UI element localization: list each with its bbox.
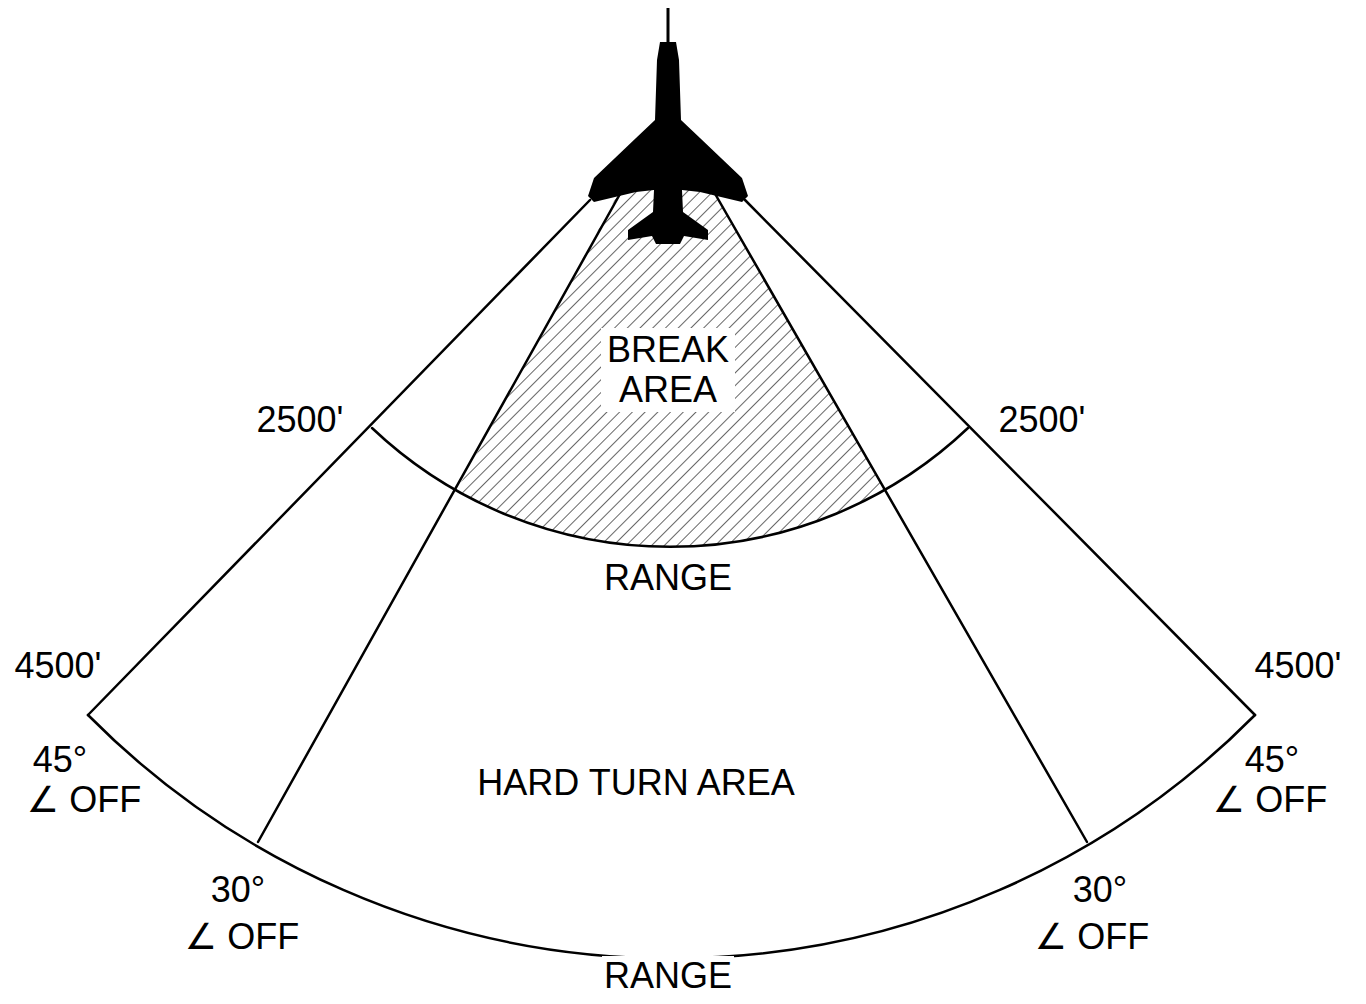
range-label: RANGE [602,558,734,598]
range-distance: 2500' [255,400,346,440]
range-label: RANGE [602,956,734,996]
aircraft-silhouette [588,8,748,244]
angle-off-label: ∠ OFF [1033,917,1151,957]
angle-off-value: 30° [209,870,267,910]
range-arc-4500 [88,715,1255,958]
angle-off-label: ∠ OFF [25,780,143,820]
angle-off-value: 45° [31,740,89,780]
region-label: HARD TURN AREA [477,763,794,803]
right-30-degree-line [710,185,1087,842]
hard-turn-area-region: HARD TURN AREA [477,763,794,803]
left-45-degree-line [88,200,590,715]
range-distance: 4500' [1253,646,1344,686]
angle-off-value: 30° [1071,870,1129,910]
angle-off-label: ∠ OFF [1211,780,1329,820]
angle-off-label: ∠ OFF [183,917,301,957]
angle-off-value: 45° [1243,740,1301,780]
right-45-degree-line [745,200,1255,715]
left-30-degree-line [258,185,625,842]
range-arc-2500 [372,428,968,547]
region-label: BREAK AREA [601,328,735,411]
range-distance: 4500' [13,646,104,686]
range-distance: 2500' [997,400,1088,440]
break-area-region: BREAK AREA [601,328,735,411]
aircraft-body [588,42,748,244]
aircraft-nose-probe [667,8,670,42]
